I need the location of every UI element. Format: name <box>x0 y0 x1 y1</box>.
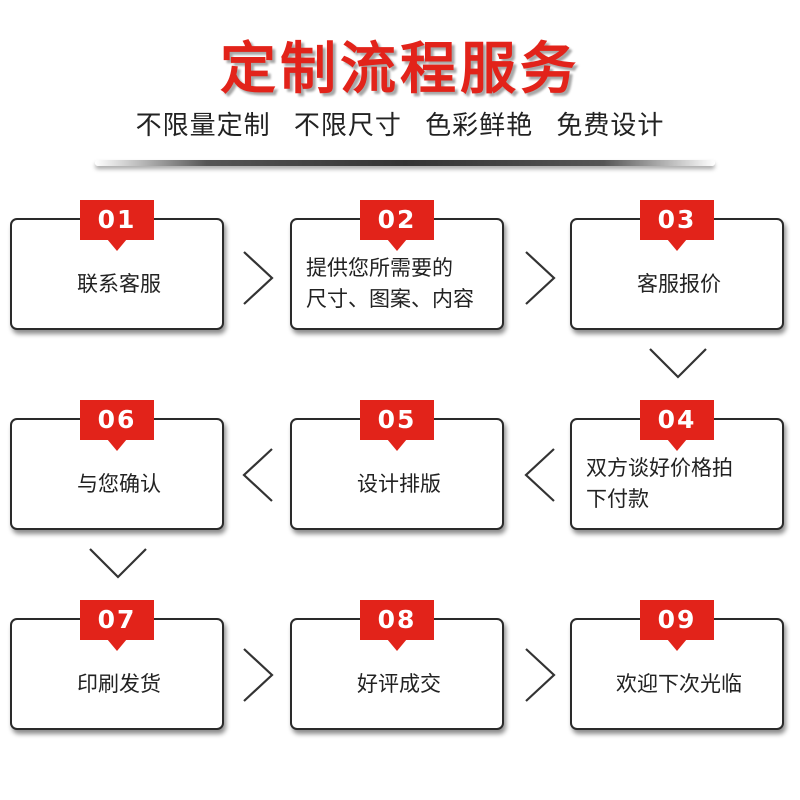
page-title: 定制流程服务 <box>220 37 580 102</box>
step-label: 与您确认 <box>77 471 161 496</box>
step-number-badge: 08 <box>360 600 434 651</box>
step-label: 印刷发货 <box>77 671 161 696</box>
step-card-03: 03 客服报价 <box>570 200 784 330</box>
step-number-badge: 01 <box>80 200 154 251</box>
step-card-06: 06 与您确认 <box>10 400 224 530</box>
step-label: 设计排版 <box>357 471 441 496</box>
chevron-down-icon <box>86 545 150 581</box>
chevron-right-icon <box>522 645 558 705</box>
step-card-07: 07 印刷发货 <box>10 600 224 730</box>
step-card-01: 01 联系客服 <box>10 200 224 330</box>
step-number-badge: 09 <box>640 600 714 651</box>
chevron-left-icon <box>240 445 276 505</box>
step-number-badge: 05 <box>360 400 434 451</box>
step-number-badge: 03 <box>640 200 714 251</box>
step-card-04: 04 双方谈好价格拍 下付款 <box>570 400 784 530</box>
step-label: 双方谈好价格拍 下付款 <box>586 456 733 511</box>
step-label: 好评成交 <box>357 671 441 696</box>
step-number-badge: 02 <box>360 200 434 251</box>
chevron-left-icon <box>522 445 558 505</box>
page-subtitle: 不限量定制 不限尺寸 色彩鲜艳 免费设计 <box>135 111 665 141</box>
chevron-right-icon <box>522 248 558 308</box>
step-card-09: 09 欢迎下次光临 <box>570 600 784 730</box>
step-card-02: 02 提供您所需要的 尺寸、图案、内容 <box>290 200 504 330</box>
step-card-08: 08 好评成交 <box>290 600 504 730</box>
step-label: 联系客服 <box>77 271 161 296</box>
chevron-right-icon <box>240 645 276 705</box>
step-label: 欢迎下次光临 <box>616 671 742 696</box>
step-label: 客服报价 <box>637 271 721 296</box>
divider <box>95 160 715 166</box>
chevron-down-icon <box>646 345 710 381</box>
step-number-badge: 06 <box>80 400 154 451</box>
chevron-right-icon <box>240 248 276 308</box>
step-number-badge: 07 <box>80 600 154 651</box>
step-label: 提供您所需要的 尺寸、图案、内容 <box>306 256 474 311</box>
step-number-badge: 04 <box>640 400 714 451</box>
step-card-05: 05 设计排版 <box>290 400 504 530</box>
